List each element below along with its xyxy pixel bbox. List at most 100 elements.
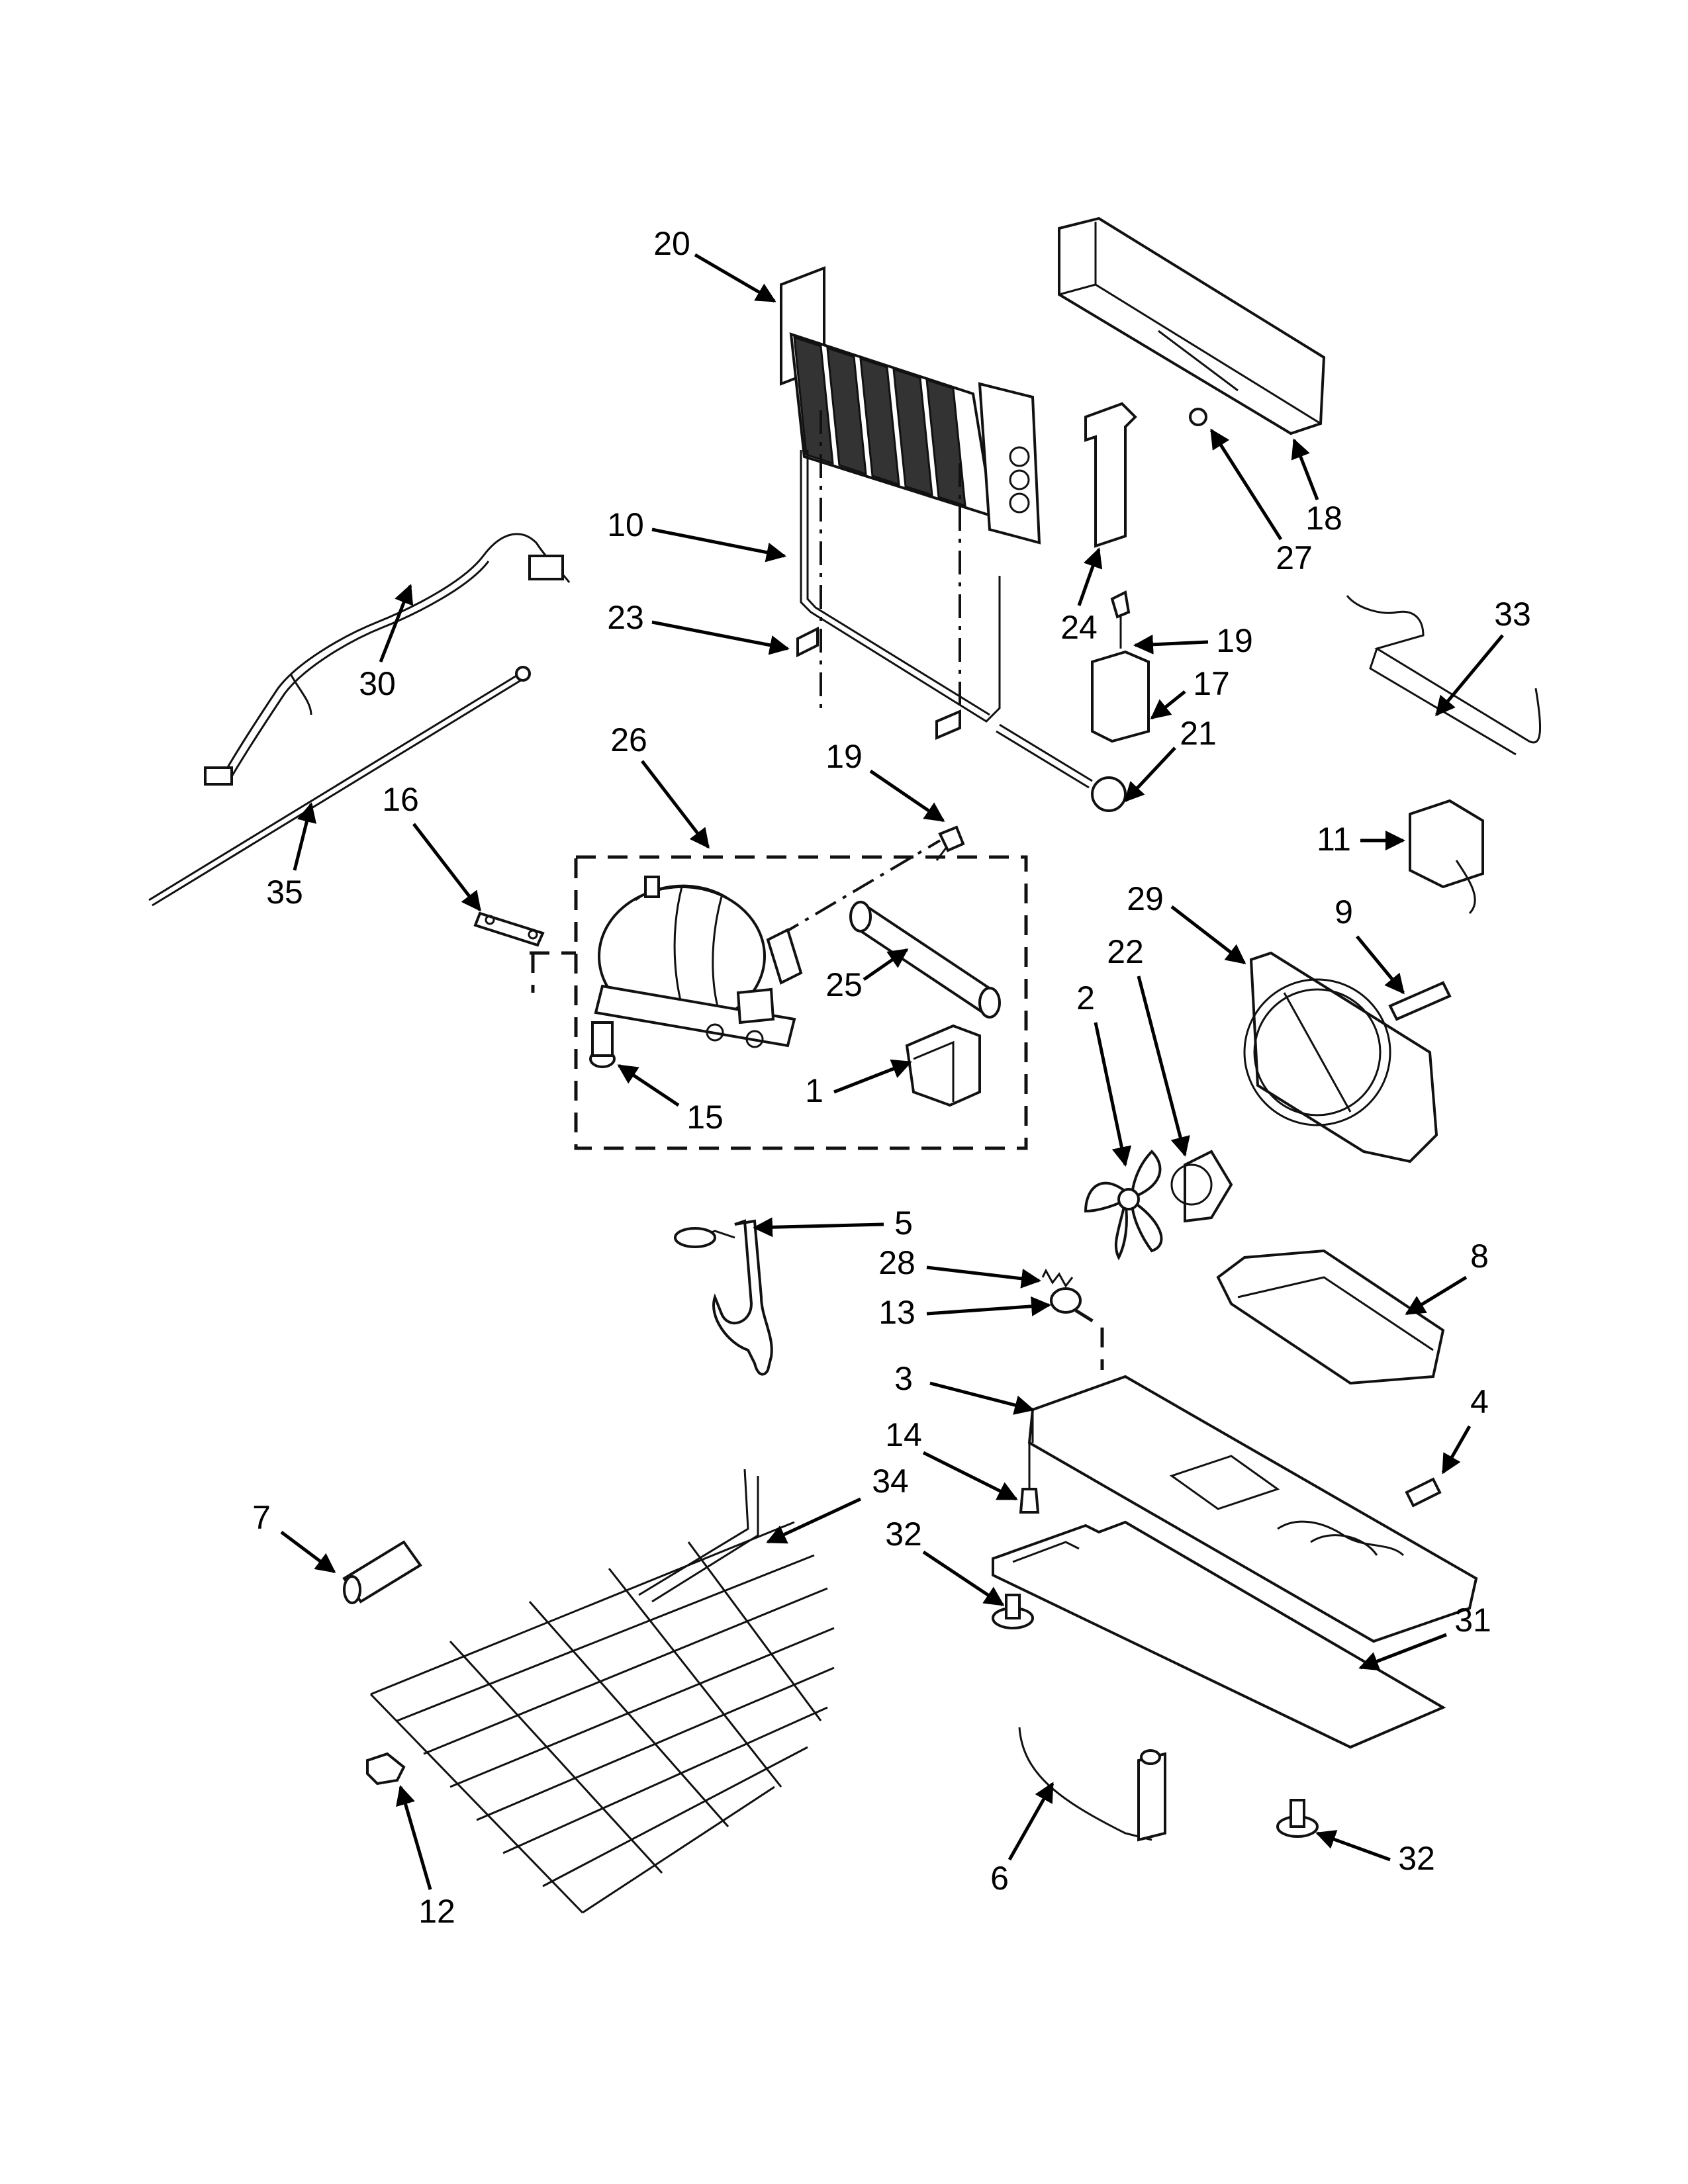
evaporator-part [780, 266, 1041, 545]
relay-cover-part [905, 1024, 981, 1107]
svg-text:26: 26 [610, 721, 647, 758]
svg-text:5: 5 [894, 1205, 913, 1242]
callout-34: 34 [766, 1463, 909, 1544]
compressor-group-box [530, 839, 1028, 1150]
heater-tube-part [796, 410, 1001, 741]
svg-text:20: 20 [653, 225, 690, 262]
svg-text:6: 6 [990, 1860, 1009, 1897]
board-11-part [1409, 799, 1484, 915]
foot-32b-part [1276, 1799, 1319, 1838]
callout-6: 6 [990, 1782, 1055, 1897]
svg-text:17: 17 [1193, 665, 1230, 702]
callout-17: 17 [1150, 665, 1230, 719]
strap-16-part [473, 911, 545, 947]
callout-12: 12 [396, 1785, 455, 1930]
callout-13: 13 [878, 1294, 1051, 1331]
svg-text:28: 28 [878, 1244, 915, 1281]
svg-text:10: 10 [607, 506, 644, 543]
svg-text:19: 19 [1216, 622, 1253, 659]
svg-text:30: 30 [359, 665, 396, 702]
screw-4-part [1405, 1477, 1442, 1508]
bracket-17-part [1091, 650, 1150, 743]
callout-9: 9 [1335, 893, 1405, 995]
callout-3: 3 [894, 1360, 1035, 1415]
svg-text:4: 4 [1470, 1383, 1489, 1420]
wire-35-part [148, 666, 531, 907]
svg-text:13: 13 [878, 1294, 915, 1331]
callout-25: 25 [825, 948, 909, 1003]
svg-text:33: 33 [1494, 596, 1531, 633]
screw-9-part [1388, 981, 1452, 1021]
svg-text:35: 35 [266, 874, 303, 911]
foot-32a-part [992, 1594, 1034, 1629]
svg-text:11: 11 [1317, 821, 1351, 858]
callout-23: 23 [607, 599, 790, 655]
callout-14: 14 [885, 1416, 1018, 1501]
screw-14-part [1019, 1443, 1040, 1514]
svg-text:18: 18 [1305, 500, 1342, 537]
callout-24: 24 [1060, 547, 1103, 646]
callout-32-lower: 32 [1315, 1830, 1435, 1877]
svg-text:34: 34 [872, 1463, 909, 1500]
svg-text:22: 22 [1107, 933, 1144, 970]
clip-12-part [366, 1752, 406, 1786]
condenser-coil-part [369, 1469, 835, 1914]
callout-30: 30 [359, 584, 414, 702]
wire-harness-part [204, 533, 571, 786]
sensor-21-part [996, 723, 1127, 812]
svg-text:32: 32 [885, 1516, 922, 1553]
svg-text:29: 29 [1127, 880, 1164, 917]
svg-text:3: 3 [894, 1360, 913, 1397]
callouts: 20 18 27 10 23 24 19 17 [252, 225, 1531, 1930]
fan-blade-part [1084, 1150, 1163, 1261]
grommet-part [589, 1021, 616, 1068]
drain-tube-part [674, 1219, 773, 1376]
callout-5: 5 [753, 1205, 913, 1242]
svg-text:24: 24 [1060, 609, 1098, 646]
callout-15: 15 [617, 1064, 724, 1136]
fan-motor-part [1170, 1150, 1233, 1223]
screw-27-part [1189, 408, 1207, 426]
callout-21: 21 [1123, 715, 1217, 803]
screw-19-part [1110, 590, 1131, 649]
callout-22: 22 [1107, 933, 1190, 1157]
callout-16: 16 [382, 781, 481, 912]
drain-pan-part [1216, 1249, 1445, 1385]
svg-text:32: 32 [1398, 1840, 1435, 1877]
svg-text:15: 15 [686, 1099, 724, 1136]
callout-29: 29 [1127, 880, 1246, 964]
svg-text:1: 1 [805, 1072, 823, 1109]
fan-shroud-part [1243, 951, 1438, 1163]
callout-28: 28 [878, 1244, 1041, 1289]
grommet-13-part [1050, 1287, 1104, 1370]
callout-11: 11 [1317, 821, 1405, 858]
callout-18: 18 [1291, 438, 1342, 537]
callout-20: 20 [653, 225, 776, 303]
callout-7: 7 [252, 1499, 336, 1573]
tube-6-part [1018, 1727, 1166, 1842]
svg-text:21: 21 [1180, 715, 1217, 752]
callout-35: 35 [266, 802, 317, 911]
svg-text:8: 8 [1470, 1238, 1489, 1275]
svg-text:12: 12 [418, 1893, 455, 1930]
sleeve-7-part [342, 1540, 422, 1604]
callout-4: 4 [1441, 1383, 1489, 1475]
svg-text:25: 25 [825, 966, 863, 1003]
panel-31-part [992, 1520, 1446, 1749]
svg-text:9: 9 [1335, 893, 1353, 931]
svg-text:31: 31 [1454, 1602, 1491, 1639]
screw-19b-part [935, 825, 965, 861]
callout-10: 10 [607, 506, 786, 563]
callout-26: 26 [610, 721, 710, 849]
callout-19-upper: 19 [1133, 622, 1253, 659]
compressor-part [594, 876, 803, 1048]
svg-text:27: 27 [1276, 539, 1313, 576]
svg-text:14: 14 [885, 1416, 922, 1453]
callout-33: 33 [1435, 596, 1531, 717]
cover-part [1058, 216, 1326, 435]
svg-text:7: 7 [252, 1499, 271, 1536]
callout-27: 27 [1209, 428, 1313, 576]
spring-28-part [1041, 1268, 1074, 1288]
callout-31: 31 [1358, 1602, 1491, 1671]
